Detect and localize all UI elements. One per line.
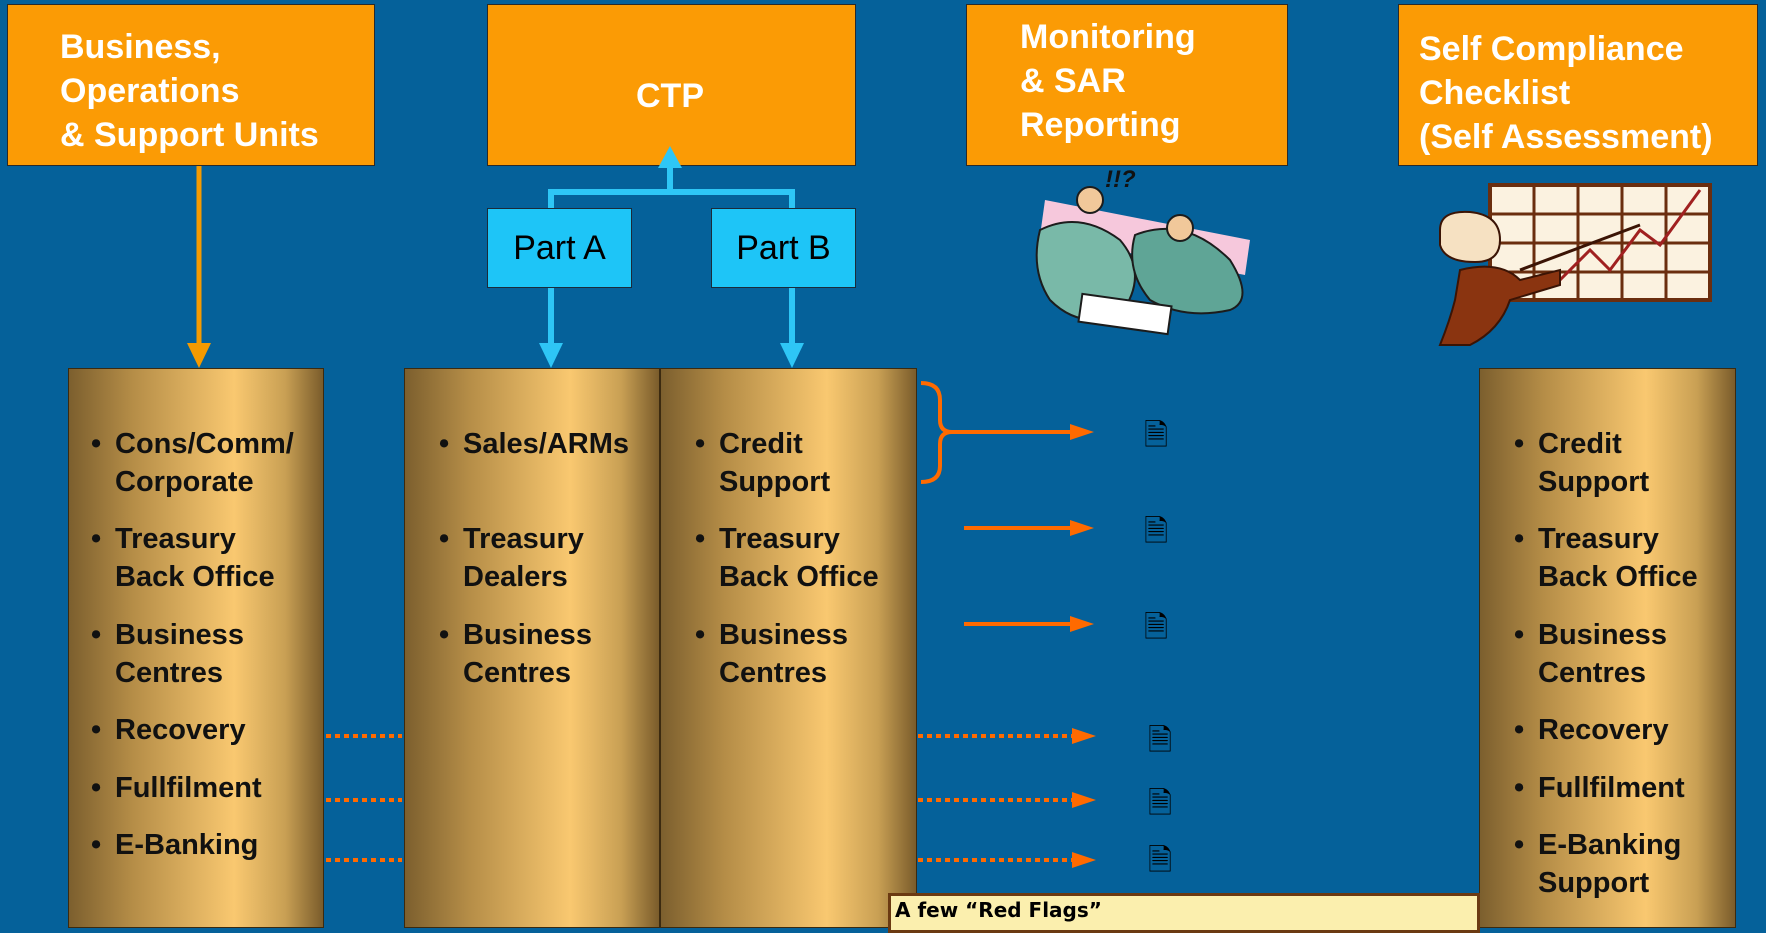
ctp-connectors (539, 146, 804, 368)
column-part-b: Credit Support Treasury Back Office Busi… (660, 368, 917, 928)
document-icon: 🗎 (1148, 724, 1173, 757)
document-icon: 🗎 (1144, 611, 1169, 644)
document-icon: 🗎 (1148, 787, 1173, 820)
connector-overlay: !!? (187, 146, 1712, 868)
document-icon: 🗎 (1144, 515, 1169, 548)
column-self-assessment: Credit Support Treasury Back Office Busi… (1479, 368, 1736, 928)
red-flags-title: A few “Red Flags” (895, 898, 1102, 922)
list-item: E-Banking (91, 826, 355, 864)
credit-support-brace (920, 381, 1094, 484)
business-arrow (187, 166, 211, 368)
monitoring-clipart-image: !!? (1035, 166, 1250, 336)
header-monitoring: Monitoring & SAR Reporting (966, 4, 1288, 166)
presenter-clipart-image (1438, 183, 1712, 346)
list-item: Treasury Back Office (695, 520, 959, 596)
part-b-label: Part B (736, 228, 831, 267)
red-flags-note: A few “Red Flags” (888, 893, 1480, 933)
svg-text:!!?: !!? (1105, 166, 1136, 193)
list-item: Recovery (1514, 711, 1766, 749)
list-item: Recovery (91, 711, 355, 749)
dotted-arrows (326, 728, 1096, 868)
list-item: Sales/ARMs (439, 425, 703, 463)
header-self-compliance: Self Compliance Checklist (Self Assessme… (1398, 4, 1758, 166)
list-item: Credit Support (695, 425, 959, 501)
list-item: Business Centres (695, 616, 959, 692)
list-item: Treasury Back Office (1514, 520, 1766, 596)
list-item: Treasury Dealers (439, 520, 703, 596)
document-icon: 🗎 (1144, 419, 1169, 452)
list-item: Business Centres (1514, 616, 1766, 692)
column-part-a: Sales/ARMs Treasury Dealers Business Cen… (404, 368, 660, 928)
list-item: E-Banking Support (1514, 826, 1766, 902)
solid-arrows (964, 520, 1094, 632)
list-item: Treasury Back Office (91, 520, 355, 596)
list-item: Credit Support (1514, 425, 1766, 501)
list-item: Fullfilment (91, 769, 355, 807)
part-a-box: Part A (487, 208, 632, 288)
header-business-units-label: Business, Operations & Support Units (60, 28, 319, 154)
document-icon: 🗎 (1148, 844, 1173, 877)
list-item: Fullfilment (1514, 769, 1766, 807)
header-ctp-label: CTP (636, 77, 704, 115)
header-self-compliance-label: Self Compliance Checklist (Self Assessme… (1419, 30, 1713, 156)
list-item: Business Centres (439, 616, 703, 692)
part-b-box: Part B (711, 208, 856, 288)
header-ctp: CTP (487, 4, 856, 166)
list-item: Cons/Comm/ Corporate (91, 425, 355, 501)
column-business-units: Cons/Comm/ Corporate Treasury Back Offic… (68, 368, 324, 928)
header-monitoring-label: Monitoring & SAR Reporting (1020, 18, 1196, 144)
list-item: Business Centres (91, 616, 355, 692)
header-business-units: Business, Operations & Support Units (7, 4, 375, 166)
part-a-label: Part A (513, 228, 606, 267)
